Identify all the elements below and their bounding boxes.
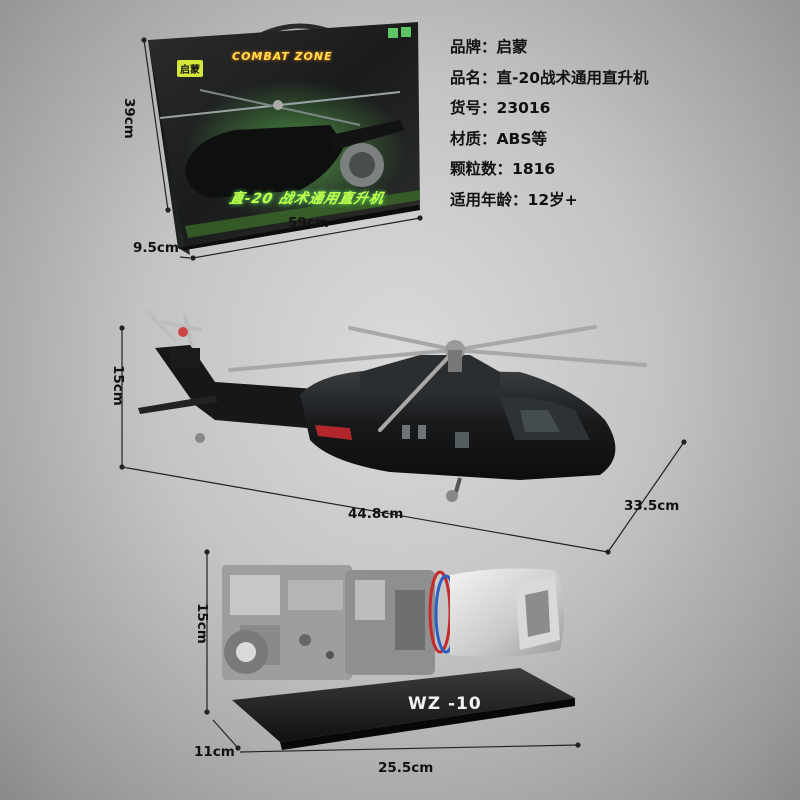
- engine-model: [222, 565, 575, 750]
- engine-stand-label: WZ -10: [408, 694, 482, 714]
- box-brand-label: 启蒙: [177, 60, 203, 77]
- box-title-text: 直-20 战术通用直升机: [228, 191, 386, 207]
- spec-row-product-name: 品名：直-20战术通用直升机: [450, 68, 649, 87]
- helicopter-length-label: 44.8cm: [348, 506, 404, 522]
- spec-value: 23016: [496, 99, 551, 117]
- engine-dimension-lines: [204, 549, 581, 753]
- spec-label: 适用年龄: [450, 190, 513, 209]
- product-box: [148, 22, 420, 255]
- spec-row-material: 材质：ABS等: [450, 129, 548, 148]
- engine-height-label: 15cm: [194, 603, 210, 644]
- box-height-label: 39cm: [121, 98, 137, 139]
- box-depth-label: 9.5cm: [133, 240, 179, 256]
- main-rotor: [228, 325, 647, 432]
- helicopter-height-label: 15cm: [110, 365, 126, 406]
- box-logo-text: COMBAT ZONE: [232, 50, 333, 63]
- spec-value: 启蒙: [496, 38, 528, 56]
- spec-row-item-number: 货号：23016: [450, 99, 551, 117]
- spec-label: 品牌: [450, 38, 482, 56]
- spec-value: ABS等: [496, 129, 548, 148]
- spec-label: 品名: [450, 68, 482, 87]
- helicopter-model: [138, 310, 647, 502]
- tail-rotor: [146, 310, 202, 350]
- spec-value: 直-20战术通用直升机: [496, 68, 649, 87]
- spec-label: 货号: [450, 99, 482, 117]
- spec-row-brand: 品牌：启蒙: [450, 38, 528, 56]
- box-width-label: 59cm: [288, 215, 329, 231]
- helicopter-dimension-lines: [119, 325, 687, 555]
- spec-label: 颗粒数: [450, 160, 497, 178]
- engine-length-label: 25.5cm: [378, 760, 434, 776]
- helicopter-width-label: 33.5cm: [624, 498, 680, 514]
- spec-panel: 品牌：启蒙 品名：直-20战术通用直升机 货号：23016 材质：ABS等 颗粒…: [440, 32, 690, 215]
- spec-row-piece-count: 颗粒数：1816: [450, 160, 556, 178]
- spec-value: 12岁+: [527, 190, 578, 209]
- engine-depth-label: 11cm: [194, 744, 235, 760]
- box-dimension-lines: [141, 37, 423, 261]
- spec-value: 1816: [512, 160, 556, 178]
- spec-row-age: 适用年龄：12岁+: [450, 190, 578, 209]
- spec-label: 材质: [450, 129, 482, 148]
